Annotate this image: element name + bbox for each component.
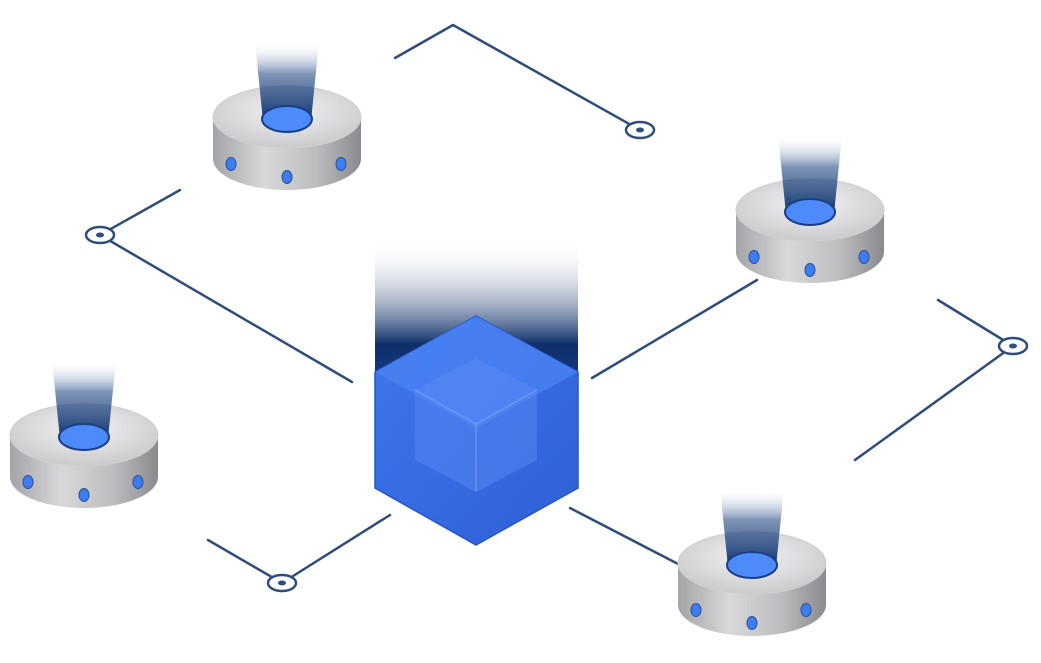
pod-beam	[720, 488, 784, 567]
cube-inner-edges	[414, 389, 538, 492]
pod-light	[726, 551, 778, 579]
server-pod-icon	[9, 360, 159, 508]
connector-line	[568, 506, 684, 568]
connector-node-icon	[266, 573, 298, 593]
pod-indicator-dot	[281, 170, 293, 184]
pod-indicator-dot	[746, 616, 758, 630]
cube-top-face	[375, 316, 578, 428]
pod-light	[261, 105, 313, 133]
pod-indicator-dot	[78, 488, 90, 502]
connector-node-icon	[997, 336, 1029, 356]
connector-node-icon	[84, 225, 116, 245]
connector-line	[206, 513, 392, 585]
pod-light	[784, 198, 836, 226]
connector-line	[393, 23, 642, 132]
pod-indicator-dot	[225, 157, 237, 171]
pod-indicator-dot	[132, 475, 144, 489]
pod-light	[58, 423, 110, 451]
cube-hub-icon	[374, 240, 579, 546]
pod-indicator-dot	[22, 475, 34, 489]
pod-beam	[778, 135, 842, 214]
server-pods	[9, 42, 885, 636]
connector-line	[98, 188, 354, 384]
connector-line	[853, 298, 1015, 462]
server-pod-icon	[735, 135, 885, 283]
pod-indicator-dot	[858, 250, 870, 264]
pod-beam	[255, 42, 319, 121]
pod-indicator-dot	[804, 263, 816, 277]
server-pod-icon	[677, 488, 827, 636]
pod-indicator-dot	[800, 603, 812, 617]
pod-beam	[52, 360, 116, 439]
connector-line	[590, 278, 759, 380]
connector-lines	[84, 23, 1029, 593]
pod-indicator-dot	[690, 603, 702, 617]
connector-node-icon	[624, 120, 656, 140]
pod-indicator-dot	[335, 157, 347, 171]
server-pod-icon	[212, 42, 362, 190]
pod-indicator-dot	[748, 250, 760, 264]
